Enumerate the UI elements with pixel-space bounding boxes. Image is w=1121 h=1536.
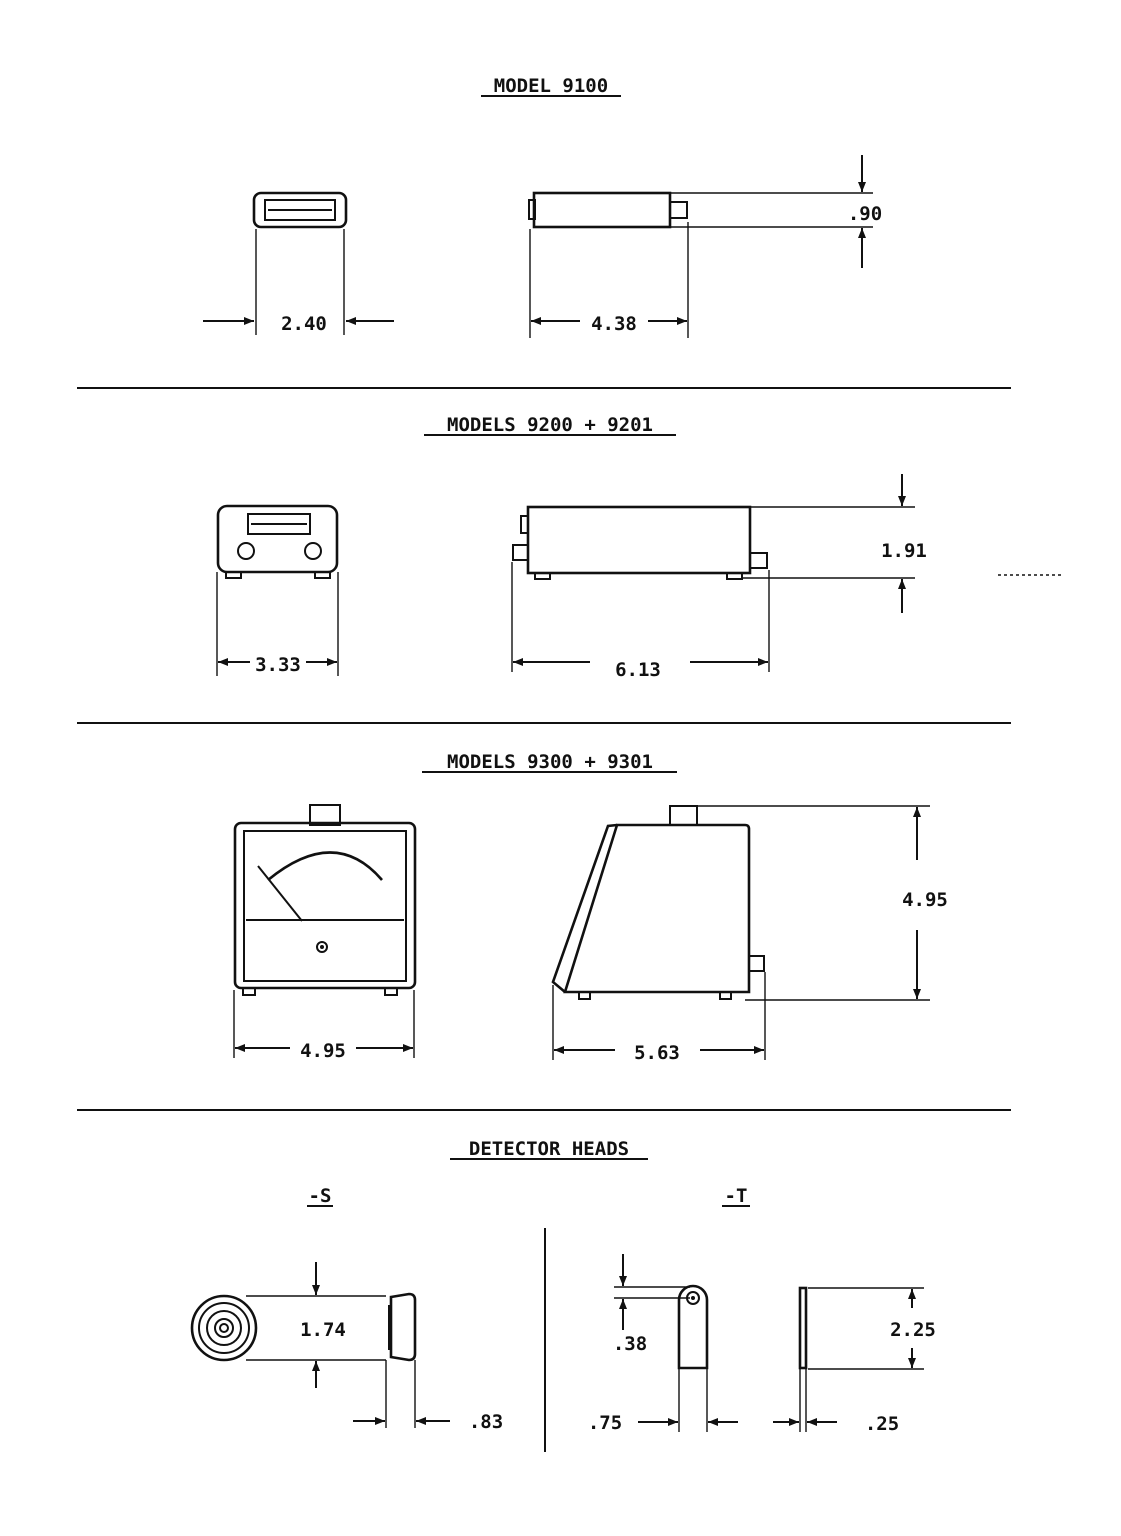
head-s-views: 1.74 .83 <box>190 1262 503 1433</box>
dim-side-length-9200: 6.13 <box>615 659 661 681</box>
section-title-9300: MODELS 9300 + 9301 <box>447 751 653 773</box>
section-detector-heads: DETECTOR HEADS -S -T 1.74 .83 <box>190 1138 936 1452</box>
dim-height-9300: 4.95 <box>902 889 948 911</box>
section-title-9100: MODEL 9100 <box>494 75 608 97</box>
dim-front-width-9300: 4.95 <box>300 1040 346 1062</box>
head-label-t: -T <box>725 1185 748 1207</box>
front-view-9200: 3.33 <box>216 504 339 676</box>
dim-hole-t: .38 <box>613 1333 647 1355</box>
front-view-9300: 4.95 <box>233 804 417 1062</box>
section-model-9100: MODEL 9100 2.40 .90 4.38 <box>203 75 882 338</box>
dim-side-length-9300: 5.63 <box>634 1042 680 1064</box>
section-title-detector-heads: DETECTOR HEADS <box>469 1138 629 1160</box>
front-view-9100: 2.40 <box>203 191 394 335</box>
head-t-views: .38 .75 2.25 .25 <box>588 1254 936 1435</box>
section-models-9200: MODELS 9200 + 9201 3.33 <box>216 414 927 681</box>
dim-front-width-9200: 3.33 <box>255 654 301 676</box>
side-view-9200: 1.91 6.13 <box>511 474 927 681</box>
section-models-9300: MODELS 9300 + 9301 4.95 <box>233 751 948 1064</box>
dim-thickness-s: .83 <box>469 1411 503 1433</box>
head-label-s: -S <box>309 1185 332 1207</box>
dim-thickness-t: .25 <box>865 1413 899 1435</box>
dim-side-length-9100: 4.38 <box>591 313 637 335</box>
dim-height-9100: .90 <box>848 203 882 225</box>
dim-width-t: .75 <box>588 1412 622 1434</box>
dim-front-width-9100: 2.40 <box>281 313 327 335</box>
side-view-9300: 4.95 5.63 <box>551 805 948 1064</box>
dim-height-t: 2.25 <box>890 1319 936 1341</box>
side-view-9100: .90 4.38 <box>528 155 882 338</box>
dim-diameter-s: 1.74 <box>300 1319 346 1341</box>
dim-height-9200: 1.91 <box>881 540 927 562</box>
section-title-9200: MODELS 9200 + 9201 <box>447 414 653 436</box>
